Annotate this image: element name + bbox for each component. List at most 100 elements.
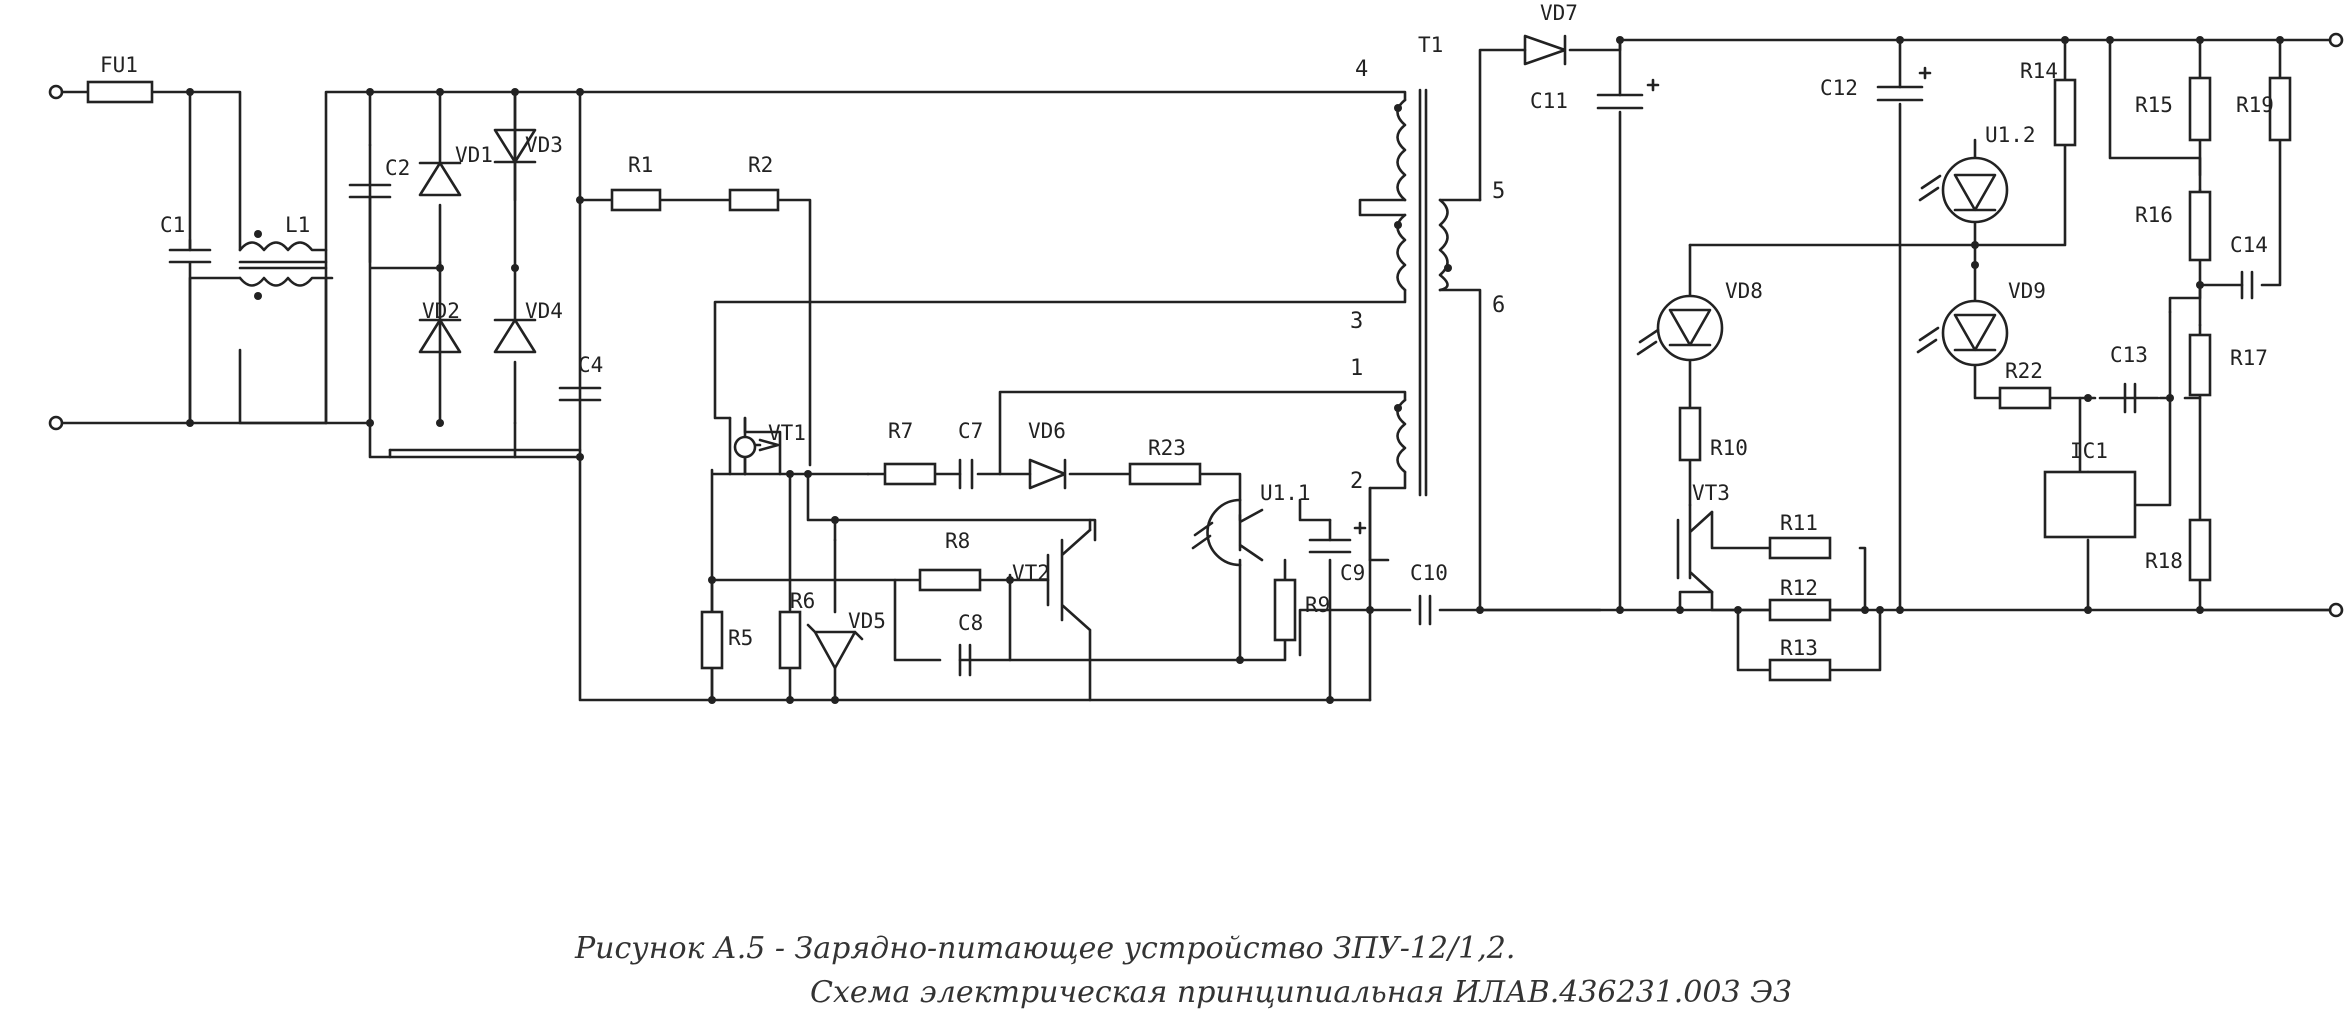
transformer-t1 <box>1358 88 1452 497</box>
label-vd3: VD3 <box>525 133 563 157</box>
label-c1: C1 <box>160 213 185 237</box>
label-r5: R5 <box>728 626 753 650</box>
led-vd8 <box>1636 294 1724 362</box>
label-u12: U1.2 <box>1985 123 2036 147</box>
capacitor-c13 <box>2123 382 2137 414</box>
label-c9: C9 <box>1340 561 1365 585</box>
label-c4: C4 <box>578 353 603 377</box>
resistor-r9 <box>1273 578 1297 642</box>
resistor-r19 <box>2268 76 2292 142</box>
resistor-r15 <box>2188 76 2212 142</box>
label-vt2: VT2 <box>1012 561 1050 585</box>
capacitor-c7 <box>958 458 974 490</box>
pin-3: 3 <box>1350 309 1363 334</box>
capacitor-c14 <box>2240 270 2254 300</box>
label-c7: C7 <box>958 419 983 443</box>
label-vd9: VD9 <box>2008 279 2046 303</box>
resistor-r18 <box>2188 518 2212 582</box>
label-vt3: VT3 <box>1692 481 1730 505</box>
label-c2: C2 <box>385 156 410 180</box>
diode-vd1 <box>418 161 462 197</box>
label-c11: C11 <box>1530 89 1568 113</box>
pin-5: 5 <box>1492 179 1505 204</box>
capacitor-c8 <box>958 643 972 677</box>
resistor-r13 <box>1768 658 1832 682</box>
label-r15: R15 <box>2135 93 2173 117</box>
diode-vd3 <box>493 128 537 164</box>
label-fu1: FU1 <box>100 53 138 77</box>
label-c13: C13 <box>2110 343 2148 367</box>
capacitor-c2 <box>348 143 392 264</box>
pin-1: 1 <box>1350 356 1363 381</box>
led-vd9 <box>1916 299 2009 367</box>
caption-line-2: Схема электрическая принципиальная ИЛАВ.… <box>810 975 1792 1010</box>
label-r12: R12 <box>1780 576 1818 600</box>
pin-6: 6 <box>1492 293 1505 318</box>
label-r6: R6 <box>790 589 815 613</box>
label-l1: L1 <box>285 213 310 237</box>
resistor-r10 <box>1678 406 1702 462</box>
capacitor-c1 <box>168 238 212 425</box>
label-r22: R22 <box>2005 359 2043 383</box>
label-r19: R19 <box>2236 93 2274 117</box>
label-ic1: IC1 <box>2070 439 2108 463</box>
diode-vd6 <box>1028 458 1067 490</box>
label-vd4: VD4 <box>525 299 563 323</box>
resistor-r2 <box>728 188 780 212</box>
label-vd7: VD7 <box>1540 1 1578 25</box>
pin-4: 4 <box>1355 57 1368 82</box>
label-t1: T1 <box>1418 33 1443 57</box>
capacitor-c12 <box>1876 66 1932 102</box>
label-r7: R7 <box>888 419 913 443</box>
resistor-r11 <box>1768 536 1832 560</box>
transistor-vt1 <box>728 416 780 476</box>
pin-2: 2 <box>1350 469 1363 494</box>
label-r18: R18 <box>2145 549 2183 573</box>
label-c8: C8 <box>958 611 983 635</box>
label-vd5: VD5 <box>848 609 886 633</box>
label-r14: R14 <box>2020 59 2058 83</box>
optocoupler-u11 <box>1191 498 1264 567</box>
resistor-r5 <box>700 610 724 670</box>
resistor-r14 <box>2053 78 2077 147</box>
capacitor-c10 <box>1418 594 1432 626</box>
label-vt1: VT1 <box>768 421 806 445</box>
label-u11: U1.1 <box>1260 481 1311 505</box>
label-r1: R1 <box>628 153 653 177</box>
label-r10: R10 <box>1710 436 1748 460</box>
capacitor-c9 <box>1308 521 1367 554</box>
caption-line-1: Рисунок А.5 - Зарядно-питающее устройств… <box>574 931 1515 966</box>
label-vd8: VD8 <box>1725 279 1763 303</box>
diode-vd2 <box>418 318 462 354</box>
terminals <box>48 32 2344 618</box>
diode-vd4 <box>493 318 537 354</box>
capacitor-c11 <box>1596 78 1660 110</box>
resistor-r1 <box>610 188 662 212</box>
label-r11: R11 <box>1780 511 1818 535</box>
resistor-r8 <box>918 568 982 592</box>
junctions <box>186 36 2284 704</box>
resistor-r6 <box>778 610 802 670</box>
figure-caption: Рисунок А.5 - Зарядно-питающее устройств… <box>574 931 1792 1010</box>
label-r9: R9 <box>1305 593 1330 617</box>
label-r17: R17 <box>2230 346 2268 370</box>
label-c12: C12 <box>1820 76 1858 100</box>
choke-l1 <box>238 230 328 300</box>
optocoupler-u12 <box>1918 156 2009 224</box>
diode-vd7 <box>1523 34 1567 66</box>
resistor-r22 <box>1998 386 2052 410</box>
resistor-r17 <box>2188 333 2212 397</box>
resistor-r12 <box>1768 598 1832 622</box>
resistor-r16 <box>2188 190 2212 262</box>
component-labels: FU1 C1 L1 C2 VD1 VD2 VD3 VD4 C4 R1 R2 T1… <box>100 1 2274 660</box>
label-vd6: VD6 <box>1028 419 1066 443</box>
label-r23: R23 <box>1148 436 1186 460</box>
chip-ic1 <box>2043 470 2137 539</box>
diode-vd5 <box>806 623 864 670</box>
label-vd1: VD1 <box>455 143 493 167</box>
capacitor-c4 <box>558 386 602 402</box>
label-r13: R13 <box>1780 636 1818 660</box>
label-vd2: VD2 <box>422 299 460 323</box>
label-r2: R2 <box>748 153 773 177</box>
